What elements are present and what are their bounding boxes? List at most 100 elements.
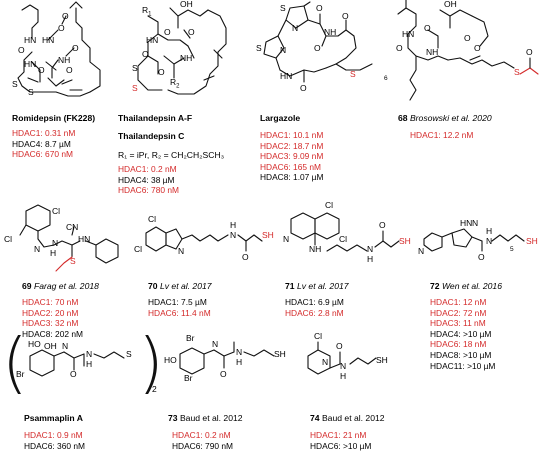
- atom-hn: HN: [146, 35, 159, 45]
- activity-list: HDAC1: 0.2 nM HDAC4: 38 µM HDAC6: 780 nM: [118, 164, 179, 196]
- compound-name: Psammaplin A: [24, 413, 83, 423]
- atom-nh1: NH: [58, 55, 71, 65]
- compound-title: 74 Baud et al. 2012: [310, 413, 385, 423]
- compound-number: 72: [430, 281, 440, 291]
- atom-n2: N: [472, 218, 479, 228]
- compound-reference: Baud et al. 2012: [321, 413, 385, 423]
- compound-number: 70: [148, 281, 158, 291]
- atom-s2: S: [256, 43, 262, 53]
- compound-name: Thailandepsin A-F: [118, 113, 193, 123]
- atom-o: O: [478, 252, 485, 262]
- structure-largazole-bonds: [263, 1, 373, 83]
- structure-72: N HN N H N O 5 SH: [418, 205, 550, 277]
- atom-sub: 5: [510, 246, 514, 253]
- compound-reference: Wen et al. 2016: [441, 281, 502, 291]
- atom-cl1: Cl: [148, 214, 157, 224]
- compound-title: 68 Brosowski et al. 2020: [398, 113, 492, 123]
- activity-hdac2: HDAC2: 20 nM: [22, 307, 79, 318]
- compound-title: 69 Farag et al. 2018: [22, 281, 99, 291]
- structure-69: Cl Cl N N CN HN H S: [0, 204, 140, 283]
- atom-o3: O: [300, 83, 307, 93]
- atom-o2: O: [58, 23, 65, 33]
- structure-psammaplin: HO N OH Br H N O S 2: [0, 338, 160, 410]
- atom-hn: HN: [280, 71, 293, 81]
- activity-hdac11: HDAC11: >10 µM: [430, 360, 496, 371]
- activity-hdac6: HDAC6: 11.4 nM: [148, 307, 211, 318]
- atom-sh: SH: [399, 236, 411, 246]
- activity-hdac1: HDAC1: 70 nM: [22, 297, 79, 307]
- atom-br: Br: [16, 369, 25, 379]
- activity-hdac8: HDAC8: >10 µM: [430, 349, 492, 360]
- atom-hn1: HN: [24, 35, 37, 45]
- atom-n: N: [418, 246, 425, 256]
- activity-hdac1: HDAC1: 12 nM: [430, 297, 487, 307]
- activity-hdac1: HDAC1: 0.9 nM: [24, 430, 83, 440]
- atom-o: O: [336, 341, 343, 351]
- atom-cl2: Cl: [4, 234, 13, 244]
- atom-hn: HN: [460, 218, 473, 228]
- atom-oh: OH: [444, 0, 457, 9]
- atom-hn: HN: [78, 234, 91, 244]
- compound-title: 70 Lv et al. 2017: [148, 281, 212, 291]
- atom-o4: O: [474, 43, 481, 53]
- compound-number: 69: [22, 281, 32, 291]
- activity-list: HDAC1: 6.9 µM HDAC6: 2.8 nM: [285, 297, 344, 318]
- panel-compound-68: OH O HN O O NH O S O 68 Brosowski et al.…: [388, 0, 550, 170]
- atom-o: O: [242, 252, 249, 262]
- activity-hdac1: HDAC1: 0.2 nM: [172, 430, 231, 440]
- activity-hdac6: HDAC6: 360 nM: [24, 440, 85, 451]
- atom-n2: N: [86, 349, 93, 359]
- structure-romidepsin-bonds: [17, 1, 101, 97]
- activity-hdac6: HDAC6: 780 nM: [118, 185, 179, 196]
- atom-n1: N: [34, 244, 41, 254]
- activity-hdac1: HDAC1: 0.2 nM: [118, 164, 177, 174]
- structure-69-bonds: [19, 204, 119, 272]
- atom-cl2: Cl: [134, 244, 143, 254]
- atom-nh: NH: [426, 47, 439, 57]
- atom-h: H: [50, 248, 57, 258]
- activity-hdac6: HDAC6: >10 µM: [310, 440, 372, 451]
- atom-n2: N: [340, 361, 347, 371]
- compound-reference: Farag et al. 2018: [33, 281, 99, 291]
- structure-thailandepsin-bonds: [137, 7, 227, 95]
- panel-compound-69: Cl Cl N N CN HN H S 69 Farag et al. 2018…: [0, 204, 140, 345]
- atom-o5: O: [62, 11, 69, 21]
- activity-hdac1: HDAC1: 6.9 µM: [285, 297, 344, 307]
- structure-68: OH O HN O O NH O S O: [388, 0, 548, 115]
- atom-sh: SH: [526, 236, 538, 246]
- activity-hdac1: HDAC1: 7.5 µM: [148, 297, 207, 307]
- panel-compound-71: Cl Cl N NH H N O SH 71 Lv et al. 2017 HD…: [275, 201, 415, 318]
- activity-hdac6: HDAC6: 165 nM: [260, 161, 321, 172]
- activity-hdac6: HDAC6: 670 nM: [12, 149, 73, 160]
- atom-o3: O: [464, 33, 471, 43]
- activity-hdac1: HDAC1: 0.31 nM: [12, 128, 76, 138]
- atom-o2: O: [314, 43, 321, 53]
- activity-hdac8: HDAC8: 1.07 µM: [260, 172, 324, 183]
- activity-hdac6: HDAC6: 790 nM: [172, 440, 233, 451]
- panel-compound-73: Br Br HO N H N O SH 73 Baud et al. 2012 …: [162, 330, 292, 464]
- activity-hdac6: HDAC6: 2.8 nM: [285, 307, 344, 318]
- panel-psammaplin: ( ) HO N OH Br H N O S 2 Psammaplin A HD…: [0, 330, 164, 464]
- panel-largazole: S N N S O NH O HN O O S 6 Largazole HDAC…: [250, 0, 390, 200]
- structure-70: Cl Cl N H N O SH: [134, 205, 278, 277]
- activity-list: HDAC1: 70 nM HDAC2: 20 nM HDAC3: 32 nM H…: [22, 297, 83, 339]
- activity-hdac4: HDAC4: 8.7 µM: [12, 138, 71, 149]
- open-parenthesis: (: [2, 324, 28, 401]
- atom-cl2: Cl: [339, 234, 348, 244]
- compound-number: 74: [310, 413, 320, 423]
- structure-psammaplin-bonds: [29, 349, 125, 377]
- activity-list: HDAC1: 0.2 nM HDAC6: 790 nM: [172, 430, 233, 451]
- compound-reference: Lv et al. 2017: [296, 281, 349, 291]
- activity-hdac8: HDAC8: 202 nM: [22, 328, 83, 339]
- atom-ho: HO: [28, 339, 41, 349]
- atom-n: N: [322, 357, 329, 367]
- panel-compound-74: Cl N H N O SH 74 Baud et al. 2012 HDAC1:…: [296, 330, 416, 464]
- activity-list: HDAC1: 0.31 nM HDAC4: 8.7 µM HDAC6: 670 …: [12, 128, 75, 160]
- structure-73: Br Br HO N H N O SH: [162, 330, 292, 410]
- structure-74-bonds: [307, 341, 377, 375]
- atom-s2: S: [132, 83, 138, 93]
- structure-73-bonds: [179, 341, 275, 375]
- atom-n3: N: [486, 236, 493, 246]
- atom-o4: O: [342, 11, 349, 21]
